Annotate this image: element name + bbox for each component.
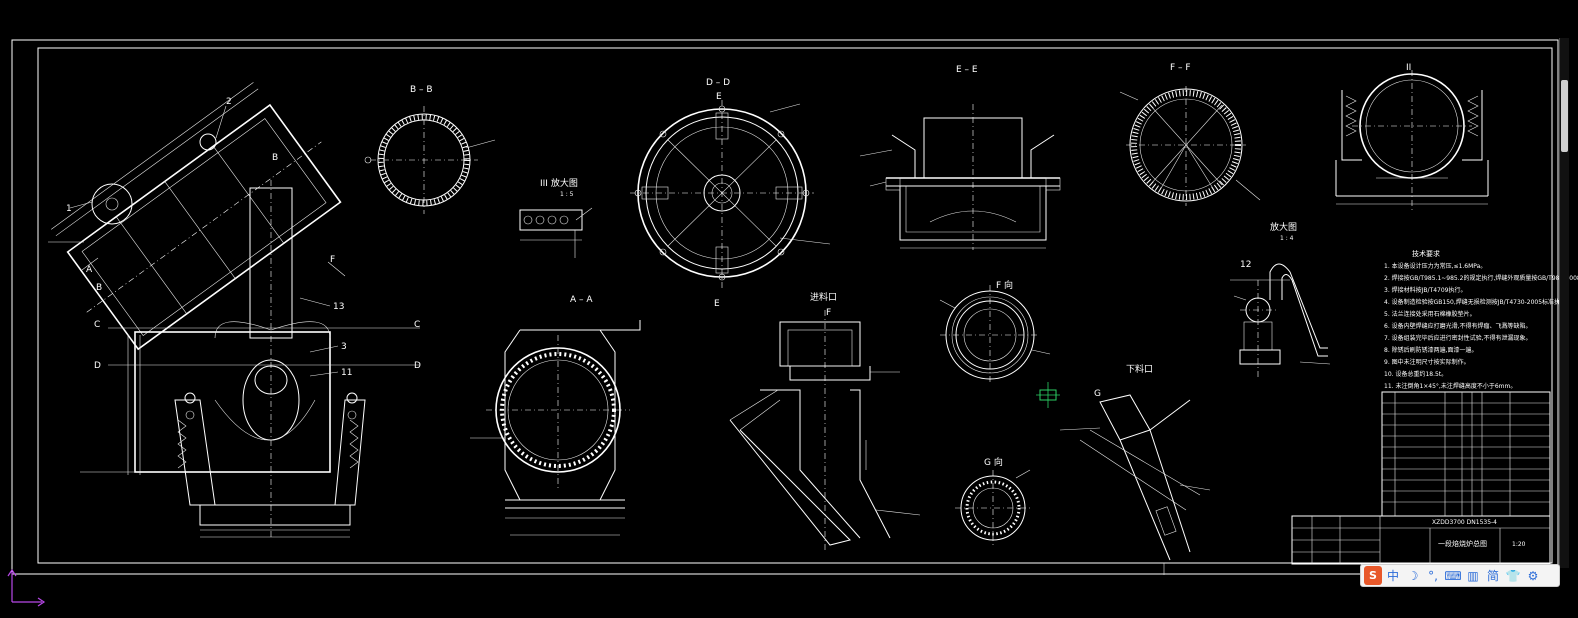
- view-dd: [630, 100, 831, 290]
- ime-logo-icon[interactable]: S: [1364, 566, 1382, 585]
- view-label-ff: F – F: [1170, 63, 1191, 73]
- note-1: 1. 本设备设计压力为常压,≤1.6MPa。: [1384, 262, 1486, 270]
- view-label-bb: B – B: [410, 85, 433, 95]
- note-7: 7. 设备组装完毕后应进行密封性试验,不得有泄漏现象。: [1384, 334, 1532, 342]
- view-label-dd: D – D: [706, 78, 730, 88]
- view-label-discharge: 下料口: [1126, 363, 1153, 375]
- ime-settings-icon[interactable]: ⚙: [1527, 568, 1539, 583]
- view-feed-inlet: [729, 310, 921, 550]
- ime-punctuation-icon[interactable]: °,: [1428, 568, 1438, 583]
- ime-chinese-mode-button[interactable]: 中: [1386, 569, 1399, 583]
- vertical-scrollbar[interactable]: [1559, 38, 1569, 568]
- ime-simplified-button[interactable]: 简: [1486, 569, 1499, 583]
- detail-iii: [519, 207, 593, 258]
- inner-frame: [37, 47, 1553, 564]
- view-label-enlarged: 放大图: [1270, 221, 1297, 233]
- view-label-g-direction: G 向: [984, 456, 1003, 468]
- view-ii: [1335, 70, 1489, 210]
- view-aa: [470, 320, 641, 536]
- view-label-feed-inlet: 进料口: [810, 291, 837, 303]
- callout-1: 1: [66, 204, 72, 214]
- ime-skin-icon[interactable]: 👕: [1505, 568, 1521, 583]
- view-label-detail3: III 放大图: [540, 177, 578, 189]
- drawing-name: 一段焙烧炉总图: [1438, 539, 1487, 548]
- main-elevation-view: [48, 82, 420, 540]
- section-mark-D-left: D: [94, 361, 101, 371]
- callout-13: 13: [333, 302, 344, 312]
- note-4: 4. 设备制造检验按GB150,焊缝无损检测按JB/T4730-2005标准执行…: [1384, 298, 1572, 306]
- bill-of-materials: [1381, 391, 1551, 517]
- drawing-number: XZDD3700 DN1535-4: [1432, 519, 1497, 526]
- view-label-ii: II: [1406, 63, 1411, 73]
- section-mark-C-right: C: [414, 320, 420, 330]
- callout-12: 12: [1240, 260, 1251, 270]
- ime-bag-icon[interactable]: ▥: [1467, 568, 1479, 583]
- section-mark-E-bottom: E: [714, 299, 720, 309]
- section-mark-E-top: E: [716, 92, 722, 102]
- note-3: 3. 焊接材料按JB/T4709执行。: [1384, 286, 1466, 294]
- view-g-direction: [955, 469, 1031, 546]
- note-2: 2. 焊接按GB/T985.1~985.2的规定执行,焊缝外观质量按GB/T98…: [1384, 274, 1578, 282]
- section-mark-G: G: [1094, 389, 1101, 399]
- callout-2: 2: [226, 97, 232, 107]
- title-block: [1291, 515, 1551, 565]
- ime-keyboard-icon[interactable]: ⌨: [1444, 568, 1462, 583]
- view-discharge-outlet: [1059, 394, 1211, 561]
- ime-toolbar[interactable]: S 中 ☽ °, ⌨ ▥ 简 👕 ⚙: [1360, 564, 1560, 587]
- view-bb: [364, 106, 496, 214]
- notes-title: 技术要求: [1412, 249, 1440, 258]
- section-mark-B: B: [96, 283, 102, 293]
- view-ff: [1119, 86, 1261, 206]
- section-mark-C-left: C: [94, 320, 100, 330]
- section-mark-B-top: B: [272, 153, 278, 163]
- view-label-ee: E – E: [956, 65, 978, 75]
- outer-frame: [11, 39, 1559, 575]
- scrollbar-thumb[interactable]: [1561, 80, 1568, 152]
- note-11: 11. 未注倒角1×45°,未注焊缝高度不小于6mm。: [1384, 382, 1516, 390]
- section-mark-F-inlet: F: [826, 308, 831, 318]
- view-ee: [859, 104, 1061, 250]
- note-5: 5. 法兰连接处采用石棉橡胶垫片。: [1384, 310, 1476, 318]
- detail-enlarged: [1230, 263, 1331, 380]
- note-10: 10. 设备总重约18.5t。: [1384, 370, 1447, 378]
- note-6: 6. 设备内壁焊缝应打磨光滑,不得有焊瘤、飞溅等缺陷。: [1384, 322, 1532, 330]
- view-label-aa: A – A: [570, 295, 593, 305]
- ucs-axis-icon: [7, 568, 46, 607]
- note-8: 8. 除锈后刷防锈漆两遍,面漆一遍。: [1384, 346, 1478, 354]
- section-mark-F: F: [330, 255, 335, 265]
- callout-11: 11: [341, 368, 352, 378]
- view-f-direction: [939, 285, 1060, 408]
- detail3-scale: 1 : 5: [560, 191, 574, 198]
- section-mark-A: A: [86, 265, 93, 275]
- section-mark-D-right: D: [414, 361, 421, 371]
- note-9: 9. 图中未注明尺寸按实际制作。: [1384, 358, 1470, 366]
- view-label-f-direction: F 向: [996, 279, 1013, 291]
- callout-3: 3: [341, 342, 347, 352]
- enlarged-scale: 1 : 4: [1280, 235, 1294, 242]
- drawing-scale: 1:20: [1512, 541, 1526, 548]
- ime-moon-icon[interactable]: ☽: [1407, 568, 1419, 583]
